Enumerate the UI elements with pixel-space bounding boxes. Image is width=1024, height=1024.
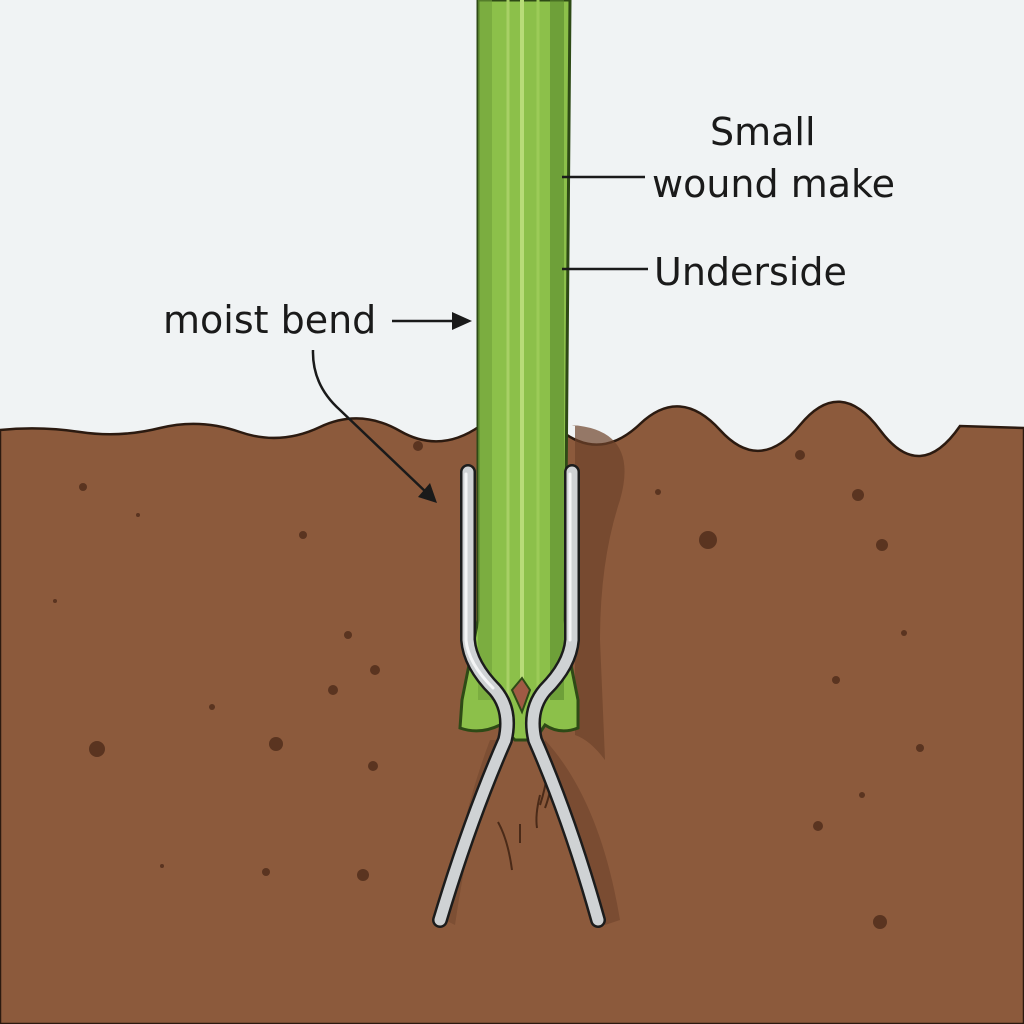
wound bbox=[510, 676, 532, 715]
arrowhead-icon bbox=[452, 312, 472, 330]
soil-specks bbox=[53, 441, 924, 929]
leader-lines bbox=[311, 175, 648, 495]
wire-pin bbox=[432, 464, 606, 928]
arrowhead-icon bbox=[418, 483, 437, 503]
stem bbox=[458, 0, 580, 742]
label-underside: Underside bbox=[654, 250, 847, 294]
stem-shadow bbox=[572, 425, 625, 760]
label-moist-bend: moist bend bbox=[163, 298, 377, 342]
label-small-wound: Small bbox=[710, 110, 816, 154]
label-wound-make: wound make bbox=[652, 162, 896, 206]
